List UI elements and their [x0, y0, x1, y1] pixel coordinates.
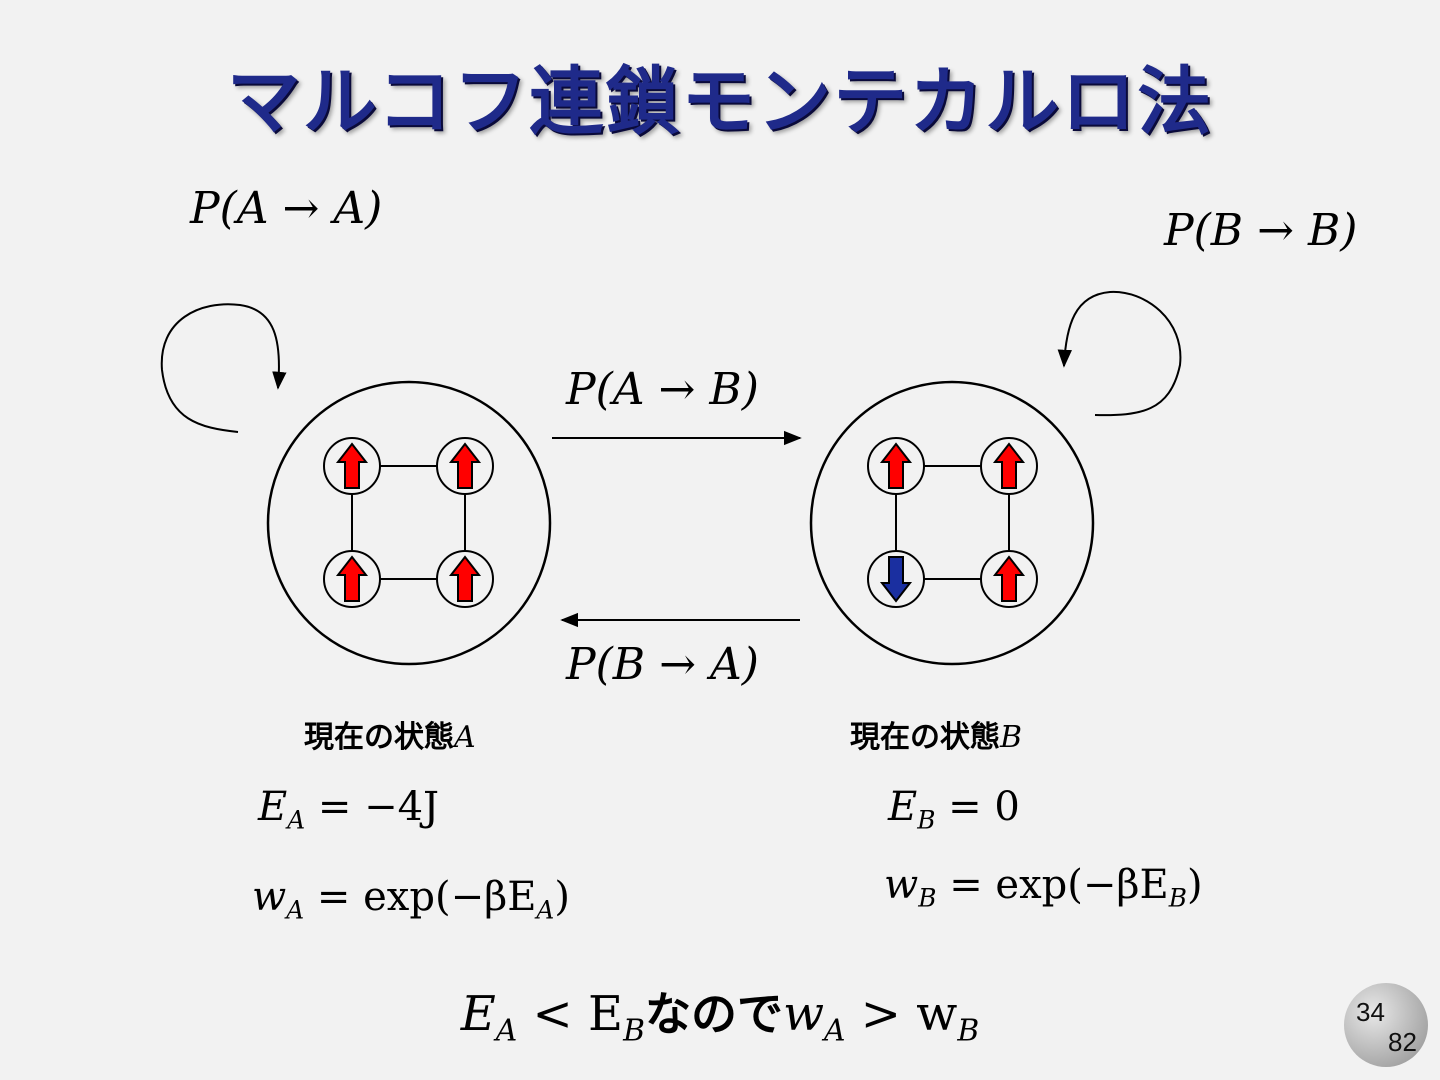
- state-a-spin-up-arrow-icon: [335, 555, 369, 602]
- energy-b: EB = 0: [888, 784, 1020, 835]
- page-total: 82: [1388, 1027, 1417, 1057]
- prob-a-to-a: P(A → A): [190, 183, 383, 234]
- state-b: [809, 380, 1095, 666]
- prob-b-to-b: P(B → B): [1164, 205, 1358, 256]
- state-b-label: 現在の状態B: [850, 720, 1023, 755]
- weight-a: wA = exp(−βEA): [252, 874, 570, 925]
- page-current: 34: [1356, 997, 1385, 1027]
- state-a-spin-up-arrow-icon: [448, 442, 482, 489]
- self-loop-arrow-a: [160, 303, 287, 433]
- page-title: マルコフ連鎖モンテカルロ法: [226, 59, 1214, 145]
- state-a-spin-up-arrow-icon: [335, 442, 369, 489]
- prob-b-to-a: P(B → A): [566, 639, 759, 690]
- state-a-spin-up-arrow-icon: [448, 555, 482, 602]
- state-b-spin-down-arrow-icon: [879, 556, 913, 603]
- state-a-label: 現在の状態A: [304, 720, 476, 755]
- state-b-spin-up-arrow-icon: [992, 555, 1026, 602]
- page-number-badge: 34 82: [1344, 983, 1428, 1067]
- weight-b: wB = exp(−βEB): [884, 862, 1203, 913]
- state-b-spin-up-arrow-icon: [879, 442, 913, 489]
- state-b-spin-up-arrow-icon: [992, 442, 1026, 489]
- conclusion: EA < EBなのでwA > wB: [460, 986, 980, 1049]
- state-a: [266, 380, 552, 666]
- prob-a-to-b: P(A → B): [566, 364, 759, 415]
- energy-a: EA = −4J: [258, 784, 440, 835]
- self-loop-arrow-b: [1057, 290, 1182, 417]
